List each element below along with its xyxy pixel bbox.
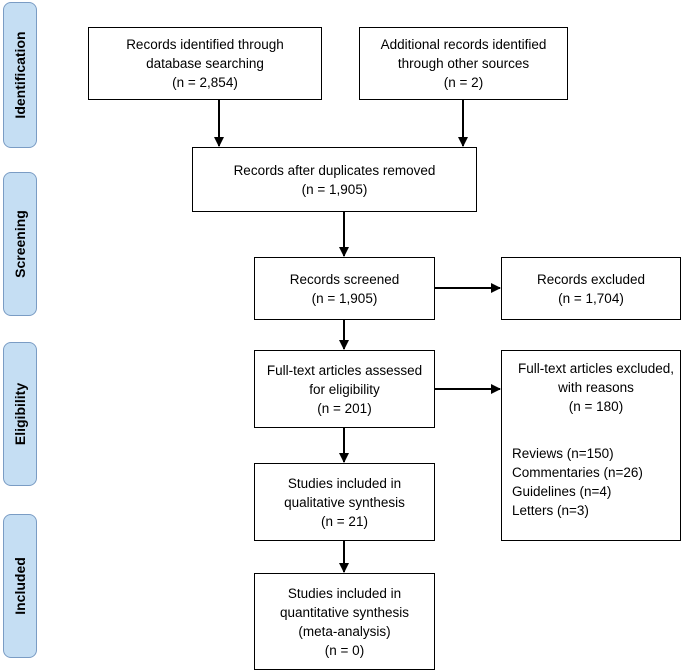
database-search-line-1: Records identified through (126, 37, 284, 52)
reason-reviews: Reviews (n=150) (512, 446, 614, 461)
fulltext-assessed-count: (n = 201) (317, 400, 372, 416)
excluded-count: (n = 1,704) (558, 290, 624, 306)
after-duplicates-count: (n = 1,905) (301, 181, 368, 197)
fulltext-excluded-header: Full-text articles excluded, with reason… (512, 359, 680, 416)
quantitative-line-2: quantitative synthesis (279, 604, 410, 620)
fulltext-excluded-count: (n = 180) (568, 399, 624, 414)
other-sources-line-2: through other sources (397, 56, 530, 71)
qualitative-count: (n = 21) (321, 513, 368, 529)
fulltext-assessed-box: Full-text articles assessed for eligibil… (254, 350, 435, 428)
other-sources-line-1: Additional records identified (380, 37, 547, 52)
quantitative-count: (n = 0) (324, 642, 365, 658)
screened-box: Records screened (n = 1,905) (254, 257, 435, 320)
qualitative-line-1: Studies included in (287, 475, 402, 491)
phase-screening: Screening (3, 172, 37, 316)
other-sources-count: (n = 2) (443, 75, 484, 90)
database-search-box: Records identified through database sear… (88, 27, 322, 100)
fulltext-assessed-line-2: for eligibility (309, 381, 380, 397)
fulltext-excluded-line-2: with reasons (558, 380, 634, 395)
quantitative-line-3: (meta-analysis) (298, 623, 391, 639)
exclusion-reasons-list: Reviews (n=150) Commentaries (n=26) Guid… (512, 444, 643, 520)
screened-count: (n = 1,905) (311, 290, 378, 306)
qualitative-box: Studies included in qualitative synthesi… (254, 463, 435, 541)
excluded-line-1: Records excluded (536, 271, 646, 287)
fulltext-assessed-line-1: Full-text articles assessed (266, 362, 423, 378)
fulltext-excluded-box: Full-text articles excluded, with reason… (501, 350, 681, 541)
excluded-box: Records excluded (n = 1,704) (501, 257, 681, 320)
phase-identification: Identification (3, 2, 37, 148)
quantitative-box: Studies included in quantitative synthes… (254, 573, 435, 670)
database-search-count: (n = 2,854) (172, 75, 238, 90)
screened-line-1: Records screened (289, 271, 400, 287)
phase-eligibility: Eligibility (3, 342, 37, 486)
database-search-line-2: database searching (146, 56, 264, 71)
after-duplicates-line-1: Records after duplicates removed (233, 162, 436, 178)
reason-letters: Letters (n=3) (512, 503, 589, 518)
phase-included: Included (3, 514, 37, 658)
other-sources-box: Additional records identified through ot… (359, 27, 568, 100)
reason-commentaries: Commentaries (n=26) (512, 465, 643, 480)
after-duplicates-box: Records after duplicates removed (n = 1,… (192, 147, 477, 212)
qualitative-line-2: qualitative synthesis (284, 494, 405, 510)
quantitative-line-1: Studies included in (287, 585, 402, 601)
fulltext-excluded-line-1: Full-text articles excluded, (517, 361, 675, 376)
reason-guidelines: Guidelines (n=4) (512, 484, 612, 499)
